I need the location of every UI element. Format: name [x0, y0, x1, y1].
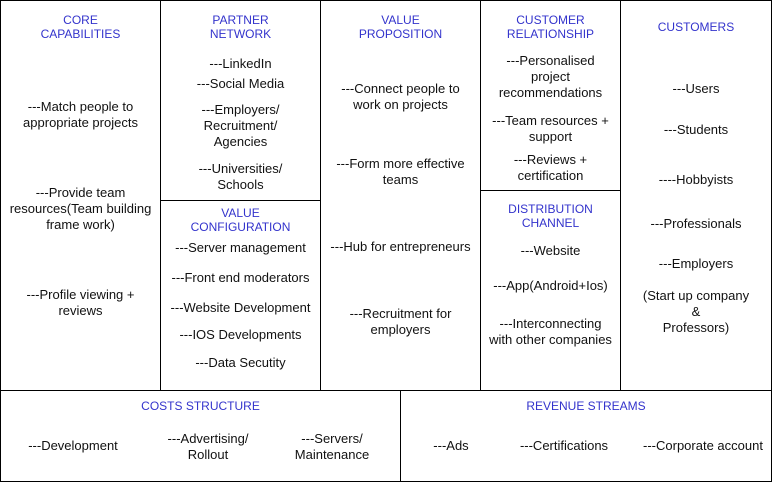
costs-item-2: ---Advertising/Rollout: [167, 431, 249, 462]
costs-item-3: ---Servers/Maintenance: [294, 431, 370, 462]
costs-structure-title: COSTS STRUCTURE: [141, 399, 260, 413]
costs-item-1: ---Development: [28, 438, 118, 453]
relationship-item-3: ---Reviews +certification: [513, 152, 588, 183]
valueconfig-item-2: ---Front end moderators: [171, 270, 310, 285]
valueconfig-item-1: ---Server management: [175, 240, 306, 255]
relationship-item-2: ---Team resources +support: [492, 113, 609, 144]
customers-item-3: ----Hobbyists: [658, 172, 734, 187]
revenue-item-2: ---Certifications: [519, 438, 609, 453]
customers-item-1: ---Users: [672, 81, 720, 96]
revenue-streams-title: REVENUE STREAMS: [526, 399, 646, 413]
distribution-item-2: ---App(Android+Ios): [493, 278, 608, 293]
partner-item-2: ---Social Media: [196, 76, 285, 91]
costs-structure-box: COSTS STRUCTURE ---Development ---Advert…: [0, 390, 401, 482]
revenue-streams-box: REVENUE STREAMS ---Ads ---Certifications…: [400, 390, 772, 482]
valueconfig-item-3: ---Website Development: [170, 300, 311, 315]
customers-item-4: ---Professionals: [650, 216, 742, 231]
customers-item-6: (Start up company&Professors): [642, 288, 750, 335]
valueconfig-item-4: ---IOS Developments: [179, 327, 302, 342]
core-capabilities-title: CORE CAPABILITIES: [40, 13, 121, 41]
revenue-item-3: ---Corporate account: [643, 438, 763, 453]
partner-item-3: ---Employers/Recruitment/Agencies: [201, 102, 280, 149]
partner-item-1: ---LinkedIn: [209, 56, 272, 71]
valueconfig-item-5: ---Data Secutity: [195, 355, 286, 370]
customers-item-5: ---Employers: [658, 256, 734, 271]
customers-title: CUSTOMERS: [657, 20, 735, 34]
customers-box: CUSTOMERS ---Users ---Students ----Hobby…: [620, 0, 772, 391]
core-item-3: ---Profile viewing +reviews: [26, 287, 135, 318]
partner-item-4: ---Universities/Schools: [198, 161, 283, 192]
valueprop-item-3: ---Hub for entrepreneurs: [330, 239, 471, 254]
customers-item-2: ---Students: [663, 122, 729, 137]
revenue-item-1: ---Ads: [433, 438, 469, 453]
distribution-item-1: ---Website: [520, 243, 581, 258]
